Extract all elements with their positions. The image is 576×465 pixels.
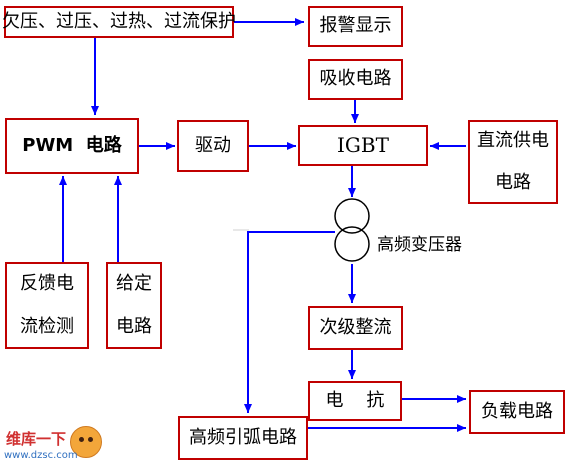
feedback-label-line1: 反馈电 [20, 273, 74, 294]
protection-label: 欠压、过压、过热、过流保护 [2, 10, 236, 32]
protection-block: 欠压、过压、过热、过流保护 [2, 6, 236, 38]
igbt-label: IGBT [337, 133, 389, 157]
load-block: 负载电路 [469, 390, 565, 434]
setpoint-label-line1: 给定 [116, 273, 152, 294]
load-label: 负载电路 [481, 400, 553, 422]
dc-supply-block: 直流供电 电路 [468, 120, 558, 204]
drive-block: 驱动 [177, 120, 249, 172]
arrow-transformer-to-arc [244, 231, 335, 413]
reactor-label: 电 抗 [325, 389, 385, 411]
watermark-url: www.dzsc.com [4, 450, 78, 461]
drive-label: 驱动 [195, 134, 231, 156]
absorb-block: 吸收电路 [308, 59, 403, 100]
dc-supply-label-line1: 直流供电 [477, 129, 549, 151]
setpoint-block: 给定 电路 [106, 262, 162, 349]
igbt-block: IGBT [298, 125, 428, 166]
mascot-icon [70, 426, 102, 458]
reactor-block: 电 抗 [308, 381, 402, 421]
feedback-block: 反馈电 流检测 [5, 262, 89, 349]
alarm-label: 报警显示 [319, 15, 392, 37]
hf-arc-label: 高频引弧电路 [189, 426, 297, 448]
pwm-block: PWM 电路 [5, 118, 139, 174]
feedback-label-line2: 流检测 [20, 315, 74, 337]
hf-arc-block: 高频引弧电路 [178, 416, 308, 460]
secondary-rectifier-block: 次级整流 [308, 306, 403, 350]
setpoint-label-line2: 电路 [116, 315, 152, 337]
alarm-block: 报警显示 [308, 6, 403, 47]
site-watermark: 维库一下 www.dzsc.com [2, 426, 122, 464]
dc-supply-label-line2: 电路 [495, 172, 531, 193]
pwm-label: PWM 电路 [22, 134, 122, 156]
transformer-label: 高频变压器 [377, 235, 462, 255]
secondary-rectifier-label: 次级整流 [319, 316, 392, 338]
absorb-label: 吸收电路 [319, 68, 392, 90]
transformer-symbol [334, 198, 370, 262]
watermark-title: 维库一下 [6, 430, 67, 448]
